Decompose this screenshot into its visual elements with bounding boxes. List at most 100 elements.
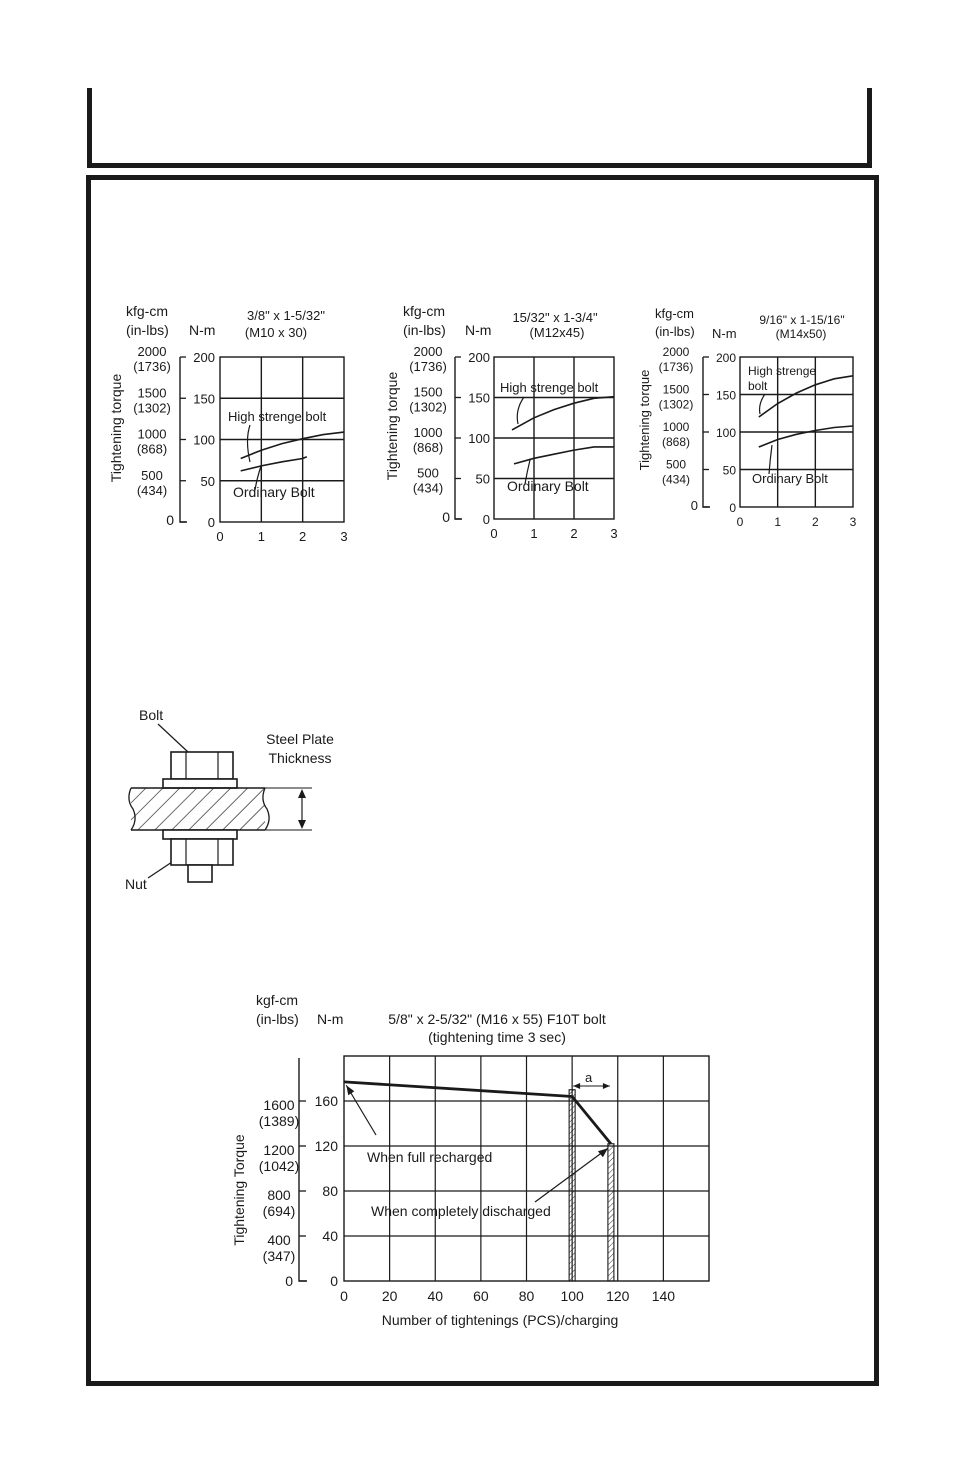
dimension-a-arrow-left [573, 1083, 581, 1089]
x-tick-label: 0 [737, 515, 744, 529]
kfg-tick-value: 0 [691, 498, 698, 513]
leader-ordinary [768, 444, 773, 475]
annotation-high-strength: High strenge [748, 364, 816, 378]
nm-tick-label: 40 [322, 1228, 338, 1244]
unit-kfg: kfg-cm [126, 303, 168, 319]
chart-title-line2: (M14x50) [776, 327, 827, 341]
annotation-ordinary: Ordinary Bolt [507, 478, 589, 494]
leader-full-arrowhead [346, 1085, 355, 1096]
unit-inlbs: (in-lbs) [126, 322, 169, 338]
y-axis-label: Tightening torque [384, 372, 400, 481]
kgf-tick-inlbs: (1389) [259, 1113, 299, 1129]
annotation-a: a [585, 1070, 593, 1085]
kgf-tick-value: 0 [285, 1273, 293, 1289]
plate-label-line2: Thickness [268, 750, 331, 766]
nm-tick-label: 150 [716, 389, 736, 403]
kfg-tick-value: 1500 [138, 385, 167, 400]
torque-axis-line [454, 357, 462, 520]
bolt-head [170, 751, 234, 780]
kfg-tick-inlbs: (1302) [409, 400, 447, 415]
chart-title-line1: 3/8" x 1-5/32" [247, 308, 325, 323]
nm-tick-label: 100 [468, 431, 490, 446]
nut [170, 838, 234, 866]
x-tick-label: 20 [382, 1288, 398, 1304]
x-tick-label: 1 [258, 529, 265, 544]
kgf-tick-value: 1600 [263, 1097, 294, 1113]
chart-title-line1: 9/16" x 1-15/16" [759, 313, 844, 327]
annotation-ordinary: Ordinary Bolt [752, 471, 828, 486]
torque-chart-m14: kfg-cm (in-lbs) N-m 9/16" x 1-15/16" (M1… [637, 306, 857, 529]
torque-chart-m10: kfg-cm (in-lbs) N-m 3/8" x 1-5/32" (M10 … [108, 303, 348, 544]
nm-tick-label: 50 [201, 474, 215, 489]
torque-axis-line [179, 357, 187, 523]
nm-tick-label: 100 [193, 433, 215, 448]
chart-title-line2: (M12x45) [530, 325, 585, 340]
leader-high [758, 393, 766, 415]
x-tick-label: 40 [427, 1288, 443, 1304]
kgf-tick-value: 800 [267, 1187, 291, 1203]
chart-title-line1: 15/32" x 1-3/4" [512, 310, 598, 325]
kfg-tick-inlbs: (434) [413, 481, 443, 496]
x-tick-label: 3 [850, 515, 857, 529]
kfg-tick-value: 1500 [414, 385, 443, 400]
kfg-tick-inlbs: (434) [662, 473, 690, 487]
leader-ordinary [254, 465, 262, 491]
series-ordinary [240, 456, 308, 472]
bolt-nut-diagram: Bolt Steel Plate Thickness Nut [125, 707, 334, 892]
nm-tick-label: 200 [193, 350, 215, 365]
x-tick-label: 3 [610, 526, 617, 541]
series-ordinary [513, 446, 614, 465]
kfg-tick-value: 2000 [663, 345, 690, 359]
series-high-strength [758, 375, 854, 418]
kfg-tick-labels: 2000(1736)1500(1302)1000(868)500(434)0 [409, 344, 450, 525]
hatch-band-discharged [607, 1143, 615, 1282]
leader-ordinary [524, 459, 531, 485]
leader-high [516, 396, 525, 425]
nm-tick-label: 50 [476, 472, 490, 487]
series-high-strength [240, 431, 345, 460]
x-tick-label: 0 [340, 1288, 348, 1304]
annotation-high-strength: High strenge bolt [500, 380, 599, 395]
annotation-completely-discharged: When completely discharged [371, 1203, 551, 1219]
kfg-tick-value: 500 [417, 466, 439, 481]
x-tick-label: 2 [299, 529, 306, 544]
y-axis-label: Tightening Torque [231, 1134, 247, 1246]
x-tick-label: 80 [519, 1288, 535, 1304]
x-tick-label: 140 [652, 1288, 676, 1304]
kfg-tick-value: 2000 [138, 344, 167, 359]
nm-tick-label: 200 [468, 350, 490, 365]
steel-plate [128, 787, 270, 831]
nm-tick-label: 200 [716, 351, 736, 365]
kfg-tick-labels: 2000(1736)1500(1302)1000(868)500(434)0 [133, 344, 174, 528]
kfg-tick-labels: 2000(1736)1500(1302)1000(868)500(434)0 [659, 345, 698, 513]
chart-title-line2: (M10 x 30) [245, 325, 307, 340]
kfg-tick-inlbs: (1736) [409, 359, 447, 374]
hatch-band-full [568, 1089, 576, 1282]
nm-tick-label: 0 [483, 512, 490, 527]
nm-tick-label: 150 [468, 391, 490, 406]
torque-chart-m12: kfg-cm (in-lbs) N-m 15/32" x 1-3/4" (M12… [384, 303, 618, 541]
x-tick-label: 120 [606, 1288, 630, 1304]
nm-axis: 0 50 100 150 200 [454, 350, 490, 527]
annotation-high-strength: High strenge bolt [228, 409, 327, 424]
nm-tick-label: 0 [729, 501, 736, 515]
x-tick-label: 2 [812, 515, 819, 529]
y-axis-label: Tightening torque [637, 370, 652, 471]
unit-nm: N-m [317, 1011, 343, 1027]
nm-tick-label: 150 [193, 391, 215, 406]
kgf-tick-inlbs: (694) [263, 1203, 296, 1219]
kfg-tick-inlbs: (1302) [133, 400, 171, 415]
kfg-tick-inlbs: (1302) [659, 398, 694, 412]
kfg-tick-inlbs: (434) [137, 483, 167, 498]
x-tick-label: 0 [490, 526, 497, 541]
upper-washer [162, 778, 238, 789]
annotation-high-strength-2: bolt [748, 379, 768, 393]
kfg-tick-inlbs: (1736) [133, 359, 171, 374]
kfg-tick-value: 2000 [414, 344, 443, 359]
kgf-tick-inlbs: (347) [263, 1248, 296, 1264]
nm-tick-label: 50 [723, 464, 737, 478]
